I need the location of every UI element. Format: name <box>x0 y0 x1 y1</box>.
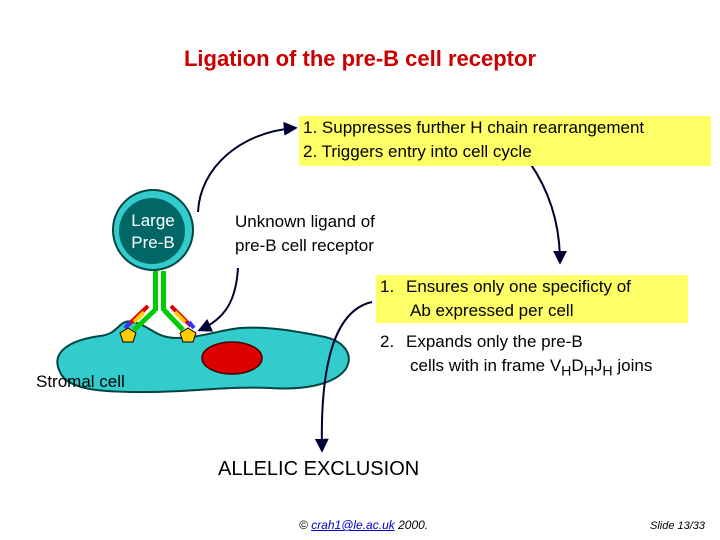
cell-label-line2: Pre-B <box>131 233 175 252</box>
ligand-label: Unknown ligand of pre-B cell receptor <box>235 210 375 258</box>
slide-number: Slide 13/33 <box>650 520 706 532</box>
cell-label-line1: Large <box>131 211 175 230</box>
footer-year: 2000. <box>398 518 429 532</box>
stromal-cell-label: Stromal cell <box>36 372 125 391</box>
expands-j: J <box>593 356 603 375</box>
subscript-h: H <box>583 363 594 380</box>
expands-text: 2. Expands only the pre-B cells with in f… <box>380 330 652 383</box>
subscript-h: H <box>561 363 572 380</box>
ensures-box: 1. Ensures only one specificty of Ab expr… <box>376 275 688 323</box>
copyright-symbol: © <box>299 518 308 532</box>
arrow-to-allelic-exclusion <box>314 301 373 453</box>
arrow-cell-to-effects <box>197 121 298 213</box>
page-title: Ligation of the pre-B cell receptor <box>183 46 537 71</box>
expands-d: D <box>571 356 584 375</box>
ligand-line2: pre-B cell receptor <box>235 236 374 255</box>
ligand-line1: Unknown ligand of <box>235 212 375 231</box>
footer: © crah1@le.ac.uk 2000. <box>299 518 428 532</box>
allelic-exclusion-label: ALLELIC EXCLUSION <box>218 458 420 480</box>
expands-text-post: joins <box>612 356 653 375</box>
ensures-number: 1. <box>380 277 395 296</box>
ligand-right <box>179 327 197 343</box>
effect-item: 2. Triggers entry into cell cycle <box>303 142 532 161</box>
arrow-ligand-to-receptor <box>197 267 239 332</box>
stromal-nucleus <box>201 341 263 375</box>
expands-text-pre: cells with in frame V <box>410 356 562 375</box>
expands-line1: Expands only the pre-B <box>406 332 583 351</box>
expands-number: 2. <box>380 332 395 351</box>
arrow-effects-to-exclusion <box>529 162 567 265</box>
expands-line2: cells with in frame VHDHJH joins <box>380 354 652 383</box>
effects-box: 1. Suppresses further H chain rearrangem… <box>299 116 711 166</box>
ensures-line1: Ensures only one specificty of <box>406 277 631 296</box>
ligand-left <box>119 327 137 343</box>
subscript-h: H <box>602 363 613 380</box>
pre-b-cell-label: Large Pre-B <box>116 210 190 254</box>
email-link[interactable]: crah1@le.ac.uk <box>311 518 395 532</box>
effect-item: 1. Suppresses further H chain rearrangem… <box>303 118 645 137</box>
pre-b-receptor <box>123 271 196 332</box>
pre-b-nucleus <box>119 198 185 264</box>
ensures-line2: Ab expressed per cell <box>410 301 574 320</box>
